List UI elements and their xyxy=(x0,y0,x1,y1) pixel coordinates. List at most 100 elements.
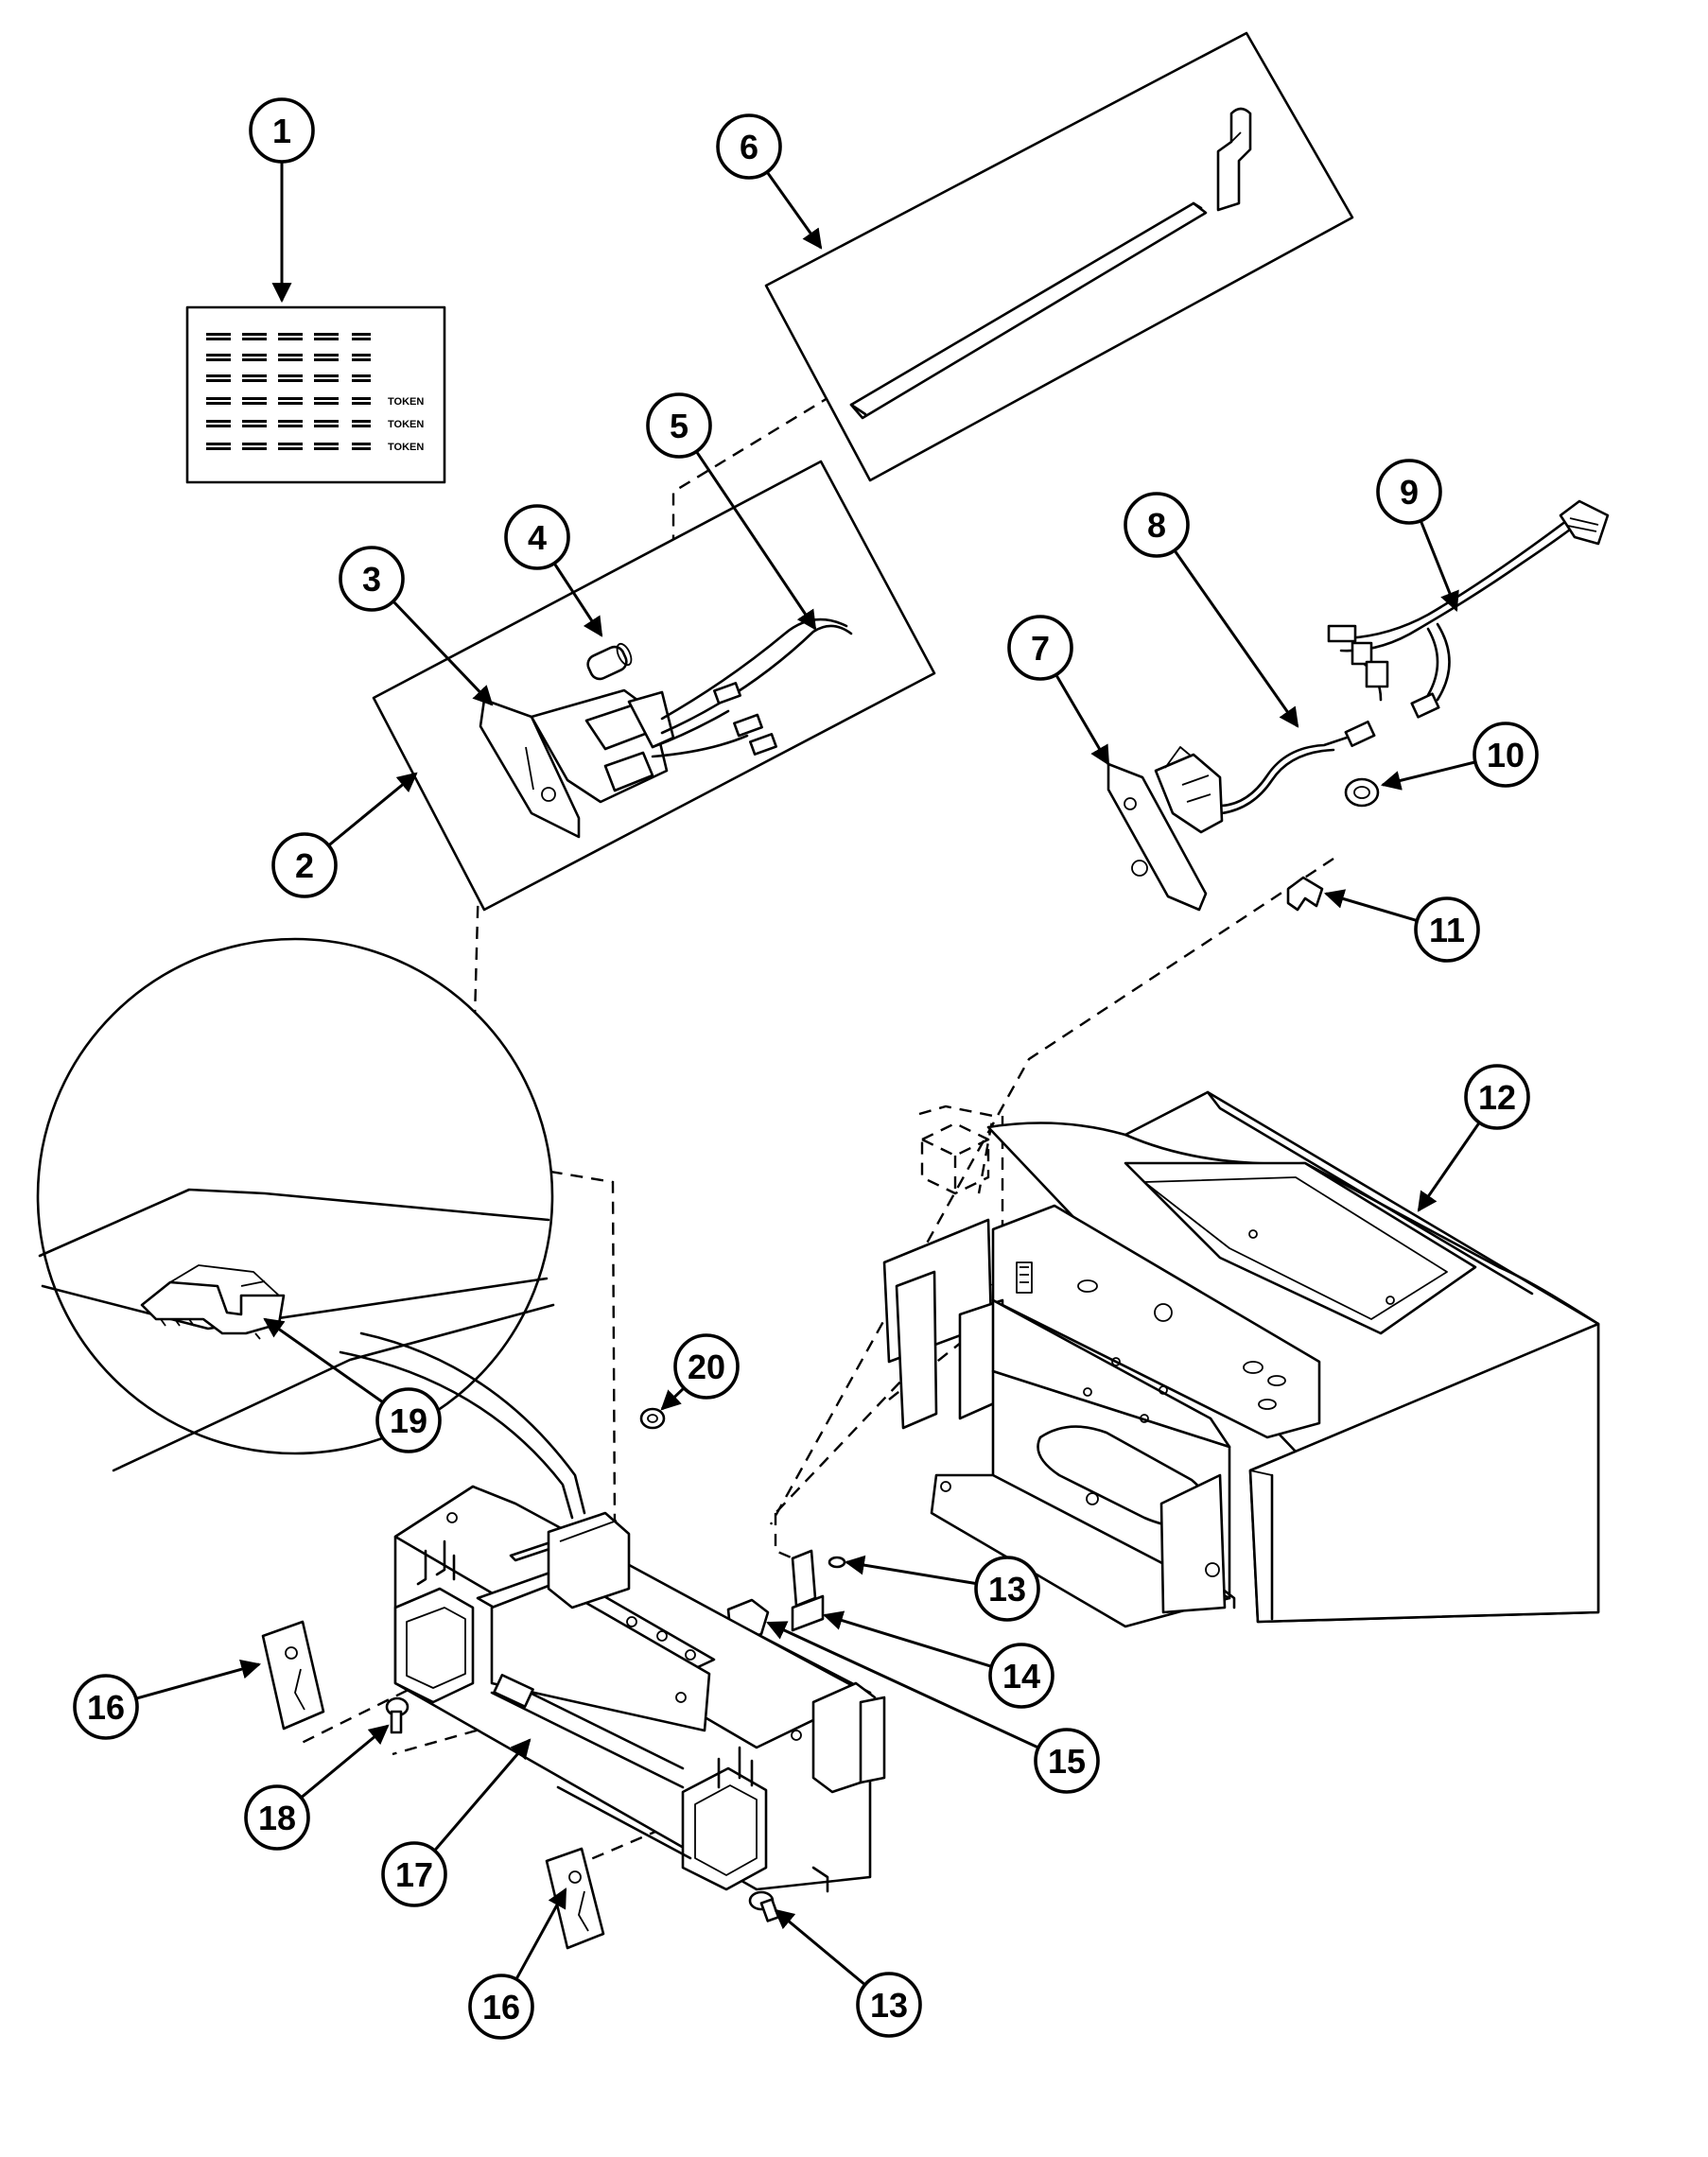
label-text-line xyxy=(242,354,267,357)
callout-2: 2 xyxy=(271,832,338,898)
token-label-3: TOKEN xyxy=(388,442,424,453)
leader-arrow-12 xyxy=(1417,1122,1481,1212)
callout-number-9: 9 xyxy=(1400,473,1419,512)
callout-18: 18 xyxy=(244,1784,310,1851)
callout-number-16b: 16 xyxy=(482,1988,520,2027)
callout-12: 12 xyxy=(1464,1064,1530,1130)
label-text-line xyxy=(242,333,267,336)
label-text-line xyxy=(278,443,303,445)
label-text-line xyxy=(314,425,339,427)
callout-3: 3 xyxy=(339,546,405,612)
callout-10: 10 xyxy=(1473,722,1539,788)
label-text-line xyxy=(352,443,371,445)
callout-4: 4 xyxy=(504,504,570,570)
callout-number-11: 11 xyxy=(1429,911,1465,949)
base-frame xyxy=(882,1090,1600,1628)
label-text-line xyxy=(206,402,231,405)
label-text-line xyxy=(242,358,267,361)
label-text-line xyxy=(242,425,267,427)
label-text-line xyxy=(278,425,303,427)
callout-13b: 13 xyxy=(856,1972,922,2038)
leader-arrow-20 xyxy=(660,1386,686,1411)
leader-arrow-5 xyxy=(695,450,817,631)
callout-circle-20 xyxy=(673,1333,740,1400)
detail-magnifier xyxy=(36,937,586,1520)
label-text-line xyxy=(314,447,339,450)
callout-number-1: 1 xyxy=(272,112,291,150)
label-text-line xyxy=(352,333,371,336)
label-text-line xyxy=(278,402,303,405)
leader-arrow-9 xyxy=(1419,520,1459,612)
label-text-line xyxy=(314,420,339,423)
label-text-line xyxy=(206,379,231,382)
callout-11: 11 xyxy=(1414,896,1480,963)
label-text-line xyxy=(242,338,267,340)
label-sheet: TOKEN TOKEN TOKEN xyxy=(185,305,446,484)
leader-arrow-17 xyxy=(433,1738,532,1852)
coin-slide-kit xyxy=(372,460,936,912)
label-text-line xyxy=(242,443,267,445)
callout-17: 17 xyxy=(381,1841,447,1907)
label-text-line xyxy=(314,358,339,361)
leader-arrow-2 xyxy=(327,772,418,847)
label-text-line xyxy=(352,397,371,400)
front-panel xyxy=(393,1485,886,1893)
callout-circle-10 xyxy=(1473,722,1539,788)
callout-16a: 16 xyxy=(73,1674,139,1740)
callout-8: 8 xyxy=(1124,492,1190,558)
callout-19: 19 xyxy=(375,1387,442,1453)
label-text-line xyxy=(206,333,231,336)
callout-number-17: 17 xyxy=(395,1855,433,1894)
callout-number-13a: 13 xyxy=(988,1570,1026,1609)
callout-number-13b: 13 xyxy=(870,1986,908,2025)
label-text-line xyxy=(278,358,303,361)
label-text-line xyxy=(278,338,303,340)
label-text-line xyxy=(206,420,231,423)
label-text-line xyxy=(314,374,339,377)
leader-arrow-14 xyxy=(822,1610,992,1668)
label-text-line xyxy=(352,358,371,361)
label-text-line xyxy=(352,354,371,357)
label-text-line xyxy=(242,447,267,450)
label-text-line xyxy=(206,338,231,340)
label-text-line xyxy=(352,338,371,340)
callout-circle-13b xyxy=(856,1972,922,2038)
callout-number-12: 12 xyxy=(1478,1078,1516,1117)
label-text-line xyxy=(242,374,267,377)
callout-circle-17 xyxy=(381,1841,447,1907)
coin-plate-left xyxy=(261,1620,325,1731)
label-text-line xyxy=(352,420,371,423)
callout-9: 9 xyxy=(1376,459,1442,525)
label-text-line xyxy=(206,374,231,377)
callout-circle-1 xyxy=(249,97,315,164)
leader-arrow-10 xyxy=(1380,760,1476,791)
callout-number-8: 8 xyxy=(1147,506,1166,545)
token-label-2: TOKEN xyxy=(388,419,424,430)
token-label-1: TOKEN xyxy=(388,396,424,408)
label-text-line xyxy=(206,397,231,400)
label-text-line xyxy=(278,354,303,357)
leader-arrow-13a xyxy=(844,1555,977,1586)
callout-number-2: 2 xyxy=(295,846,314,885)
label-text-line xyxy=(314,443,339,445)
label-text-line xyxy=(206,447,231,450)
callout-14: 14 xyxy=(988,1643,1054,1709)
callout-number-6: 6 xyxy=(740,128,758,166)
label-sheet-text-rows xyxy=(206,333,371,450)
label-text-line xyxy=(352,425,371,427)
leader-arrow-7 xyxy=(1054,673,1110,766)
coin-plate-right xyxy=(545,1847,605,1950)
label-text-line xyxy=(206,354,231,357)
label-text-line xyxy=(242,420,267,423)
label-text-line xyxy=(314,333,339,336)
callout-circle-11 xyxy=(1414,896,1480,963)
callout-number-19: 19 xyxy=(390,1401,427,1440)
callout-circle-2 xyxy=(271,832,338,898)
meter-bracket-and-harness xyxy=(1107,499,1610,912)
callout-13a: 13 xyxy=(974,1556,1040,1622)
callout-number-20: 20 xyxy=(688,1348,725,1386)
leader-arrow-19 xyxy=(263,1317,384,1404)
